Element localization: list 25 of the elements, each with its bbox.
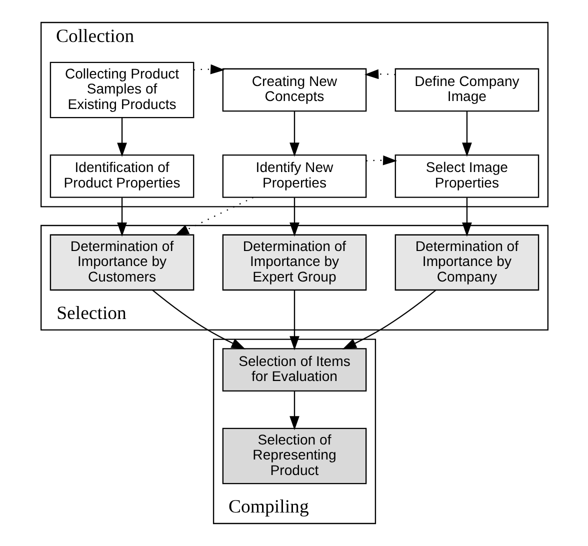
arrow: [116, 118, 126, 157]
node-box: Collecting Product Samples of Existing Products: [49, 62, 194, 118]
arrow: [289, 290, 299, 350]
arrow: [366, 155, 397, 166]
node-box: Determination of Importance by Company: [394, 234, 539, 291]
arrow: [174, 196, 253, 236]
node-box: Determination of Importance by Expert Group: [222, 234, 366, 291]
arrow: [193, 64, 224, 74]
node-box: Determination of Importance by Customers: [49, 234, 194, 291]
node-box: Select Image Properties: [394, 154, 539, 198]
node-box: Creating New Concepts: [222, 68, 366, 112]
node-box: Selection of Representing Product: [222, 428, 366, 484]
arrow: [152, 290, 245, 350]
arrow: [289, 198, 299, 237]
arrow: [289, 391, 299, 430]
node-box: Identify New Properties: [222, 154, 366, 198]
arrow: [342, 290, 436, 350]
arrow: [289, 111, 299, 157]
arrow: [364, 69, 395, 80]
arrow: [116, 198, 126, 237]
arrow: [462, 198, 472, 237]
node-box: Selection of Items for Evaluation: [222, 348, 366, 392]
arrow: [462, 111, 472, 157]
node-box: Identification of Product Properties: [49, 154, 194, 198]
node-box: Define Company Image: [394, 68, 539, 112]
